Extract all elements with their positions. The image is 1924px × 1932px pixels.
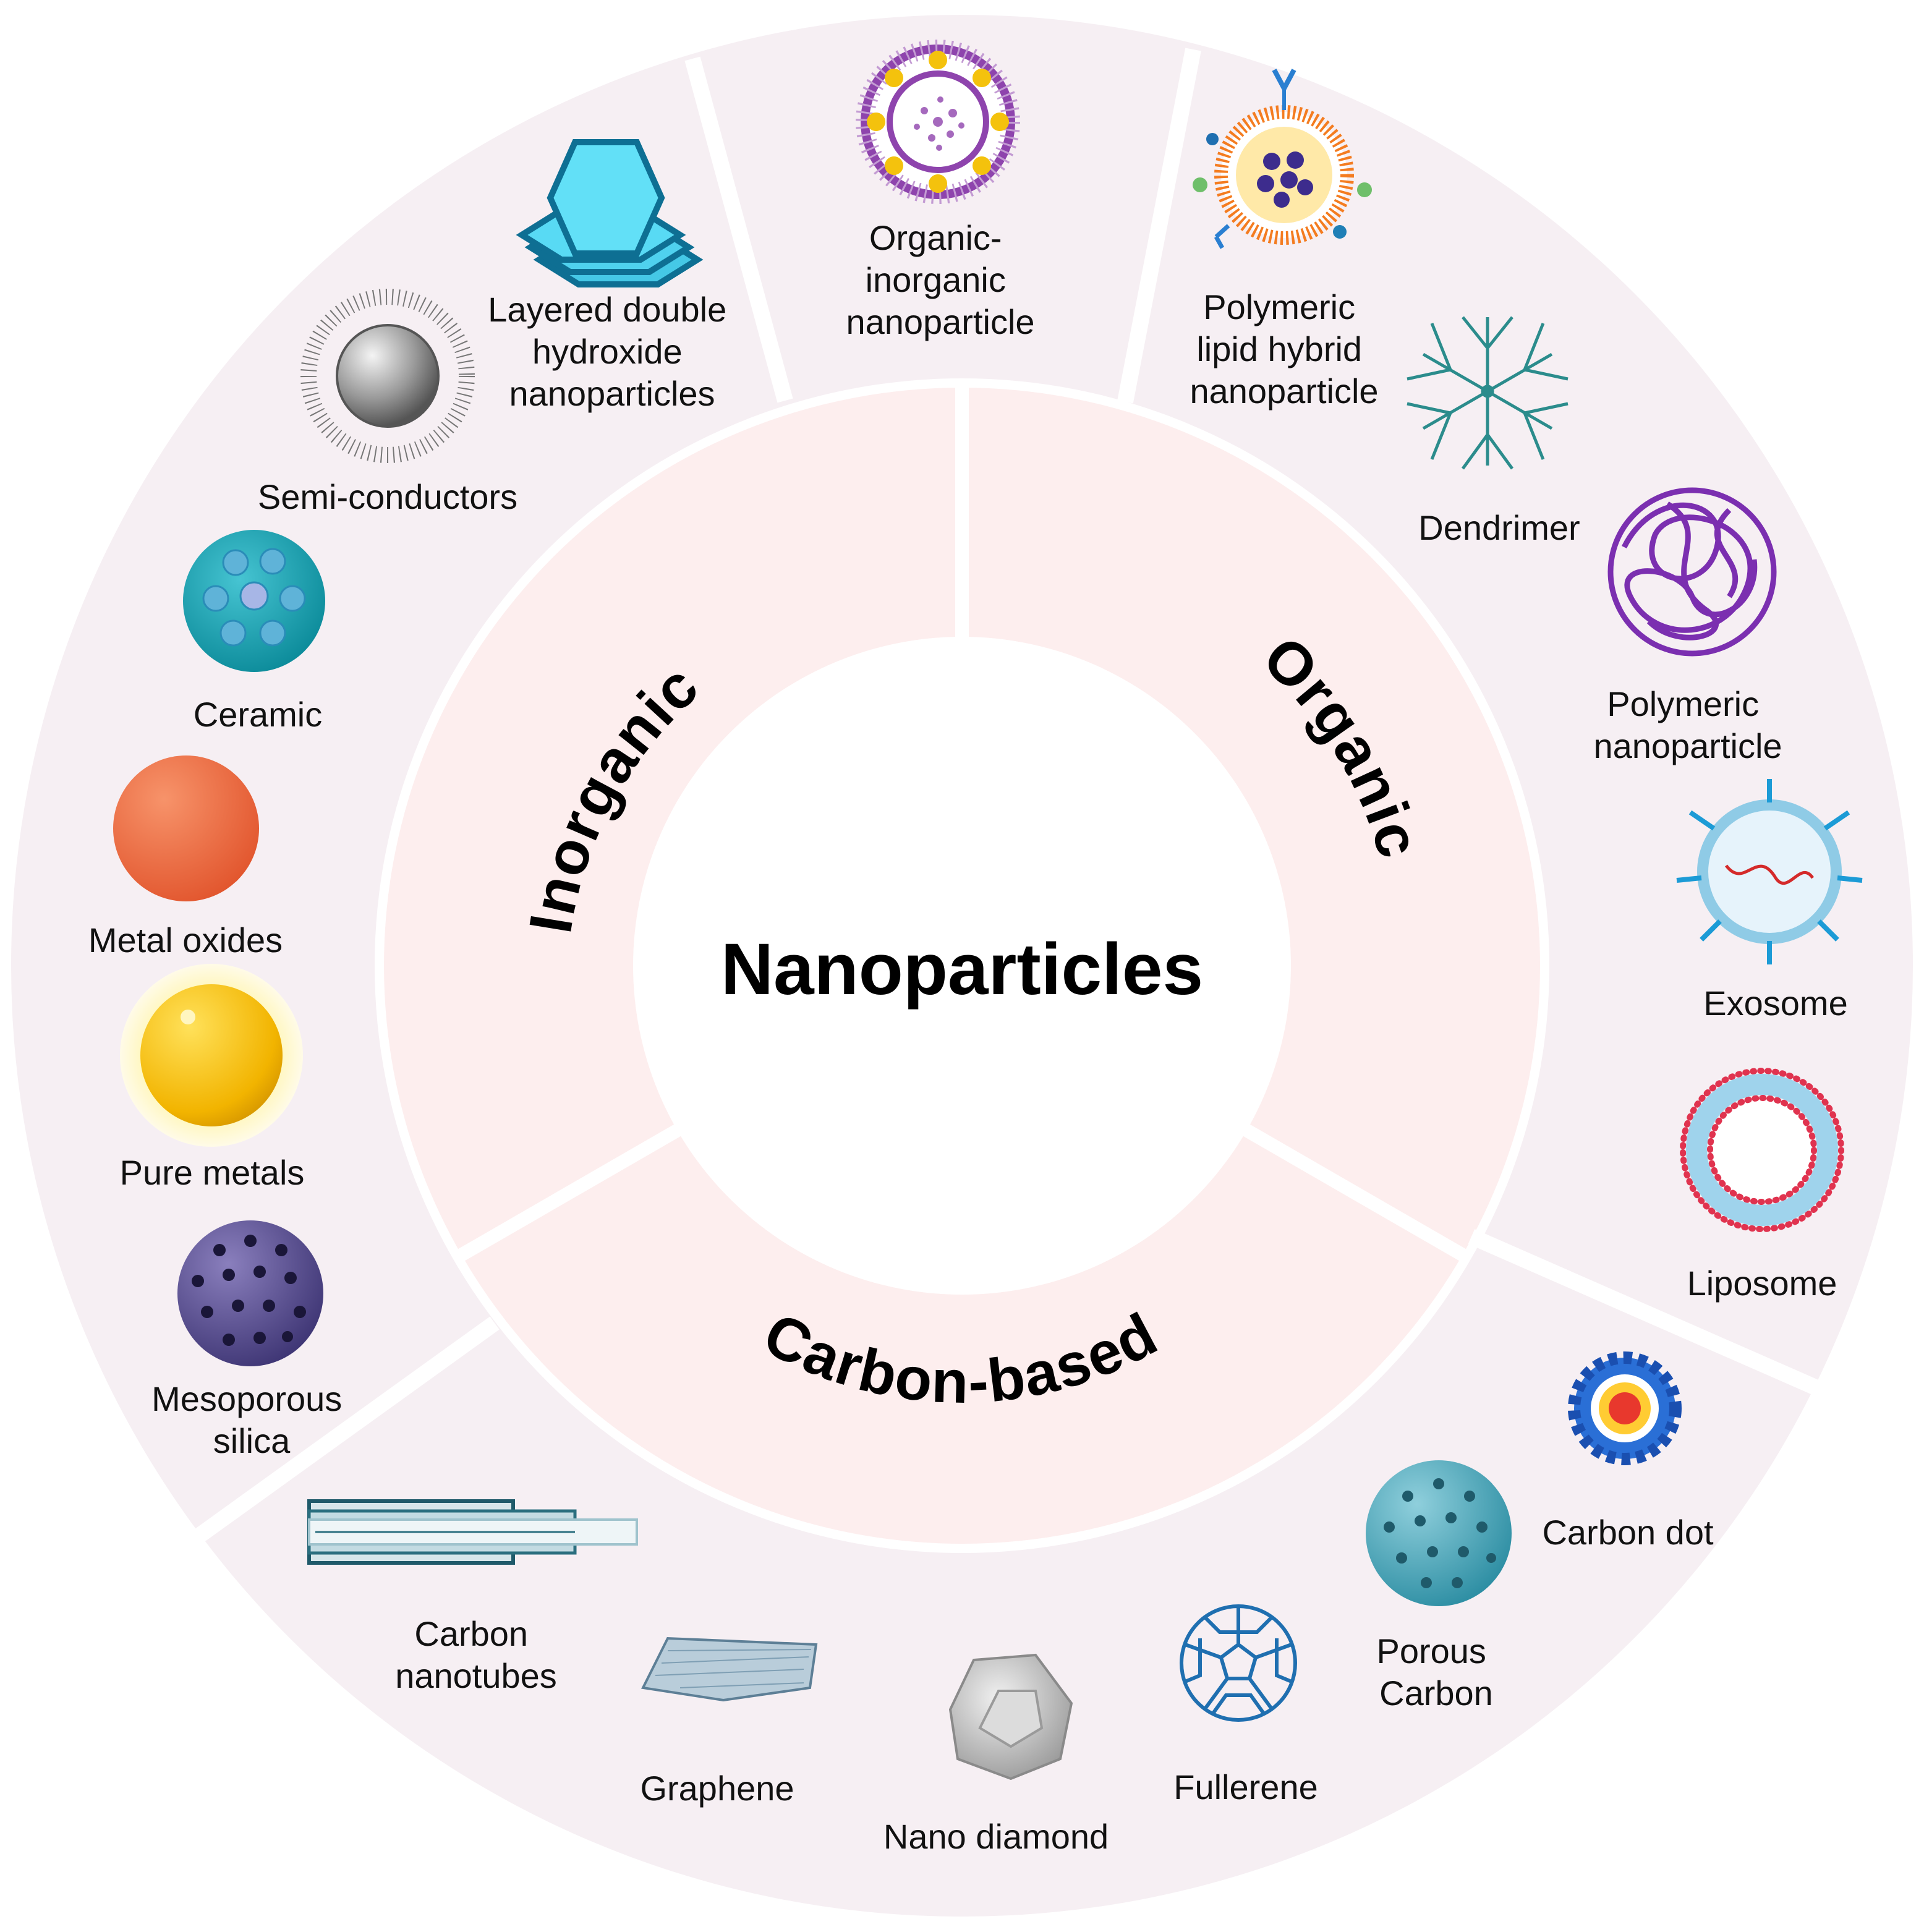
pure-metals-icon xyxy=(120,964,303,1147)
label-layered-double-hydroxide: Layered double hydroxide nanoparticles xyxy=(488,290,736,413)
label-semi-conductors: Semi-conductors xyxy=(258,477,517,516)
metal-oxides-icon xyxy=(113,755,259,901)
carbon-dot-icon xyxy=(1568,1351,1682,1465)
polymeric-nanoparticle-icon xyxy=(1607,487,1777,657)
porous-carbon-icon xyxy=(1366,1460,1512,1606)
label-pure-metals: Pure metals xyxy=(120,1153,305,1192)
outer-dividers xyxy=(181,48,1828,1552)
label-carbon-dot: Carbon dot xyxy=(1542,1513,1714,1552)
label-organic-inorganic: Organic- inorganic nanoparticle xyxy=(846,218,1034,341)
label-graphene: Graphene xyxy=(640,1769,794,1808)
label-polymeric-lipid-hybrid: Polymeric lipid hybrid nanoparticle xyxy=(1190,287,1378,411)
organic-inorganic-nanoparticle-icon xyxy=(856,40,1020,204)
label-mesoporous-silica: Mesoporous silica xyxy=(151,1379,352,1460)
layered-double-hydroxide-icon xyxy=(516,139,704,287)
ceramic-icon xyxy=(183,530,325,672)
inner-dividers xyxy=(458,386,1466,1261)
carbon-nanotubes-icon xyxy=(307,1499,638,1565)
exosome-icon xyxy=(1676,779,1863,964)
mesoporous-silica-icon xyxy=(177,1220,323,1366)
label-liposome: Liposome xyxy=(1687,1264,1837,1303)
label-porous-carbon: Porous Carbon xyxy=(1377,1632,1496,1713)
label-nano-diamond: Nano diamond xyxy=(883,1817,1109,1856)
center-title: Nanoparticles xyxy=(721,929,1203,1010)
label-fullerene: Fullerene xyxy=(1173,1768,1317,1806)
label-metal-oxides: Metal oxides xyxy=(88,921,283,960)
label-carbon-nanotubes: Carbon nanotubes xyxy=(395,1614,557,1695)
label-exosome: Exosome xyxy=(1703,984,1847,1023)
label-polymeric-nanoparticle: Polymeric nanoparticle xyxy=(1593,684,1782,765)
nano-diamond-icon xyxy=(948,1653,1073,1781)
label-dendrimer: Dendrimer xyxy=(1418,508,1580,547)
fullerene-icon xyxy=(1180,1604,1297,1722)
graphene-icon xyxy=(641,1636,818,1702)
liposome-icon xyxy=(1680,1068,1844,1232)
center-disc xyxy=(633,637,1291,1295)
dendrimer-icon xyxy=(1407,316,1569,470)
label-ceramic: Ceramic xyxy=(194,695,322,734)
polymeric-lipid-hybrid-icon xyxy=(1193,69,1372,249)
semi-conductors-icon xyxy=(300,289,475,463)
